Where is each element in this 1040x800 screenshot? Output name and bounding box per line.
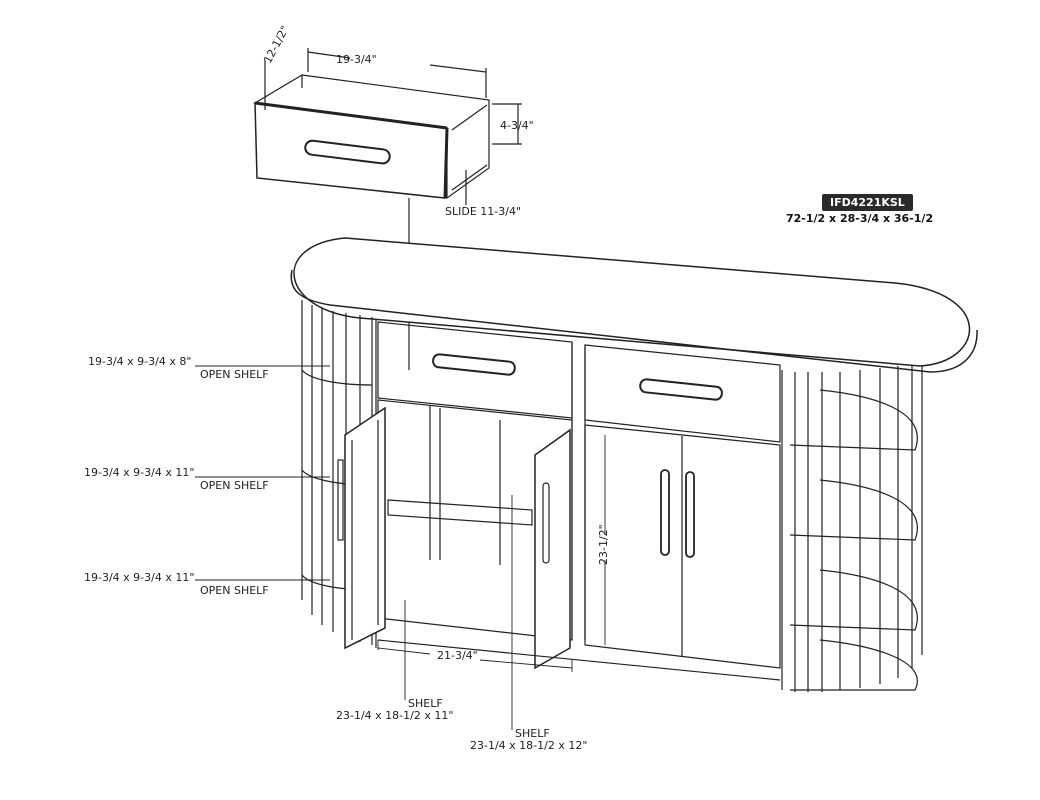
open-shelf-2-size: 19-3/4 x 9-3/4 x 11" <box>84 466 195 479</box>
drawer-slide-label: SLIDE 11-3/4" <box>445 205 522 218</box>
countertop <box>290 237 978 373</box>
model-badge: IFD4221KSL <box>822 194 913 211</box>
open-shelf-2-label: OPEN SHELF <box>200 479 269 492</box>
open-shelf-3-size: 19-3/4 x 9-3/4 x 11" <box>84 571 195 584</box>
cabinet-height-label: 23-1/2" <box>597 524 610 565</box>
shelf-1-label: SHELF <box>408 697 443 710</box>
drawer-width-label: 19-3/4" <box>336 53 377 66</box>
drawer-height-label: 4-3/4" <box>500 119 534 132</box>
open-shelf-1-size: 19-3/4 x 9-3/4 x 8" <box>88 355 192 368</box>
shelf-2-label: SHELF <box>515 727 550 740</box>
cabinet-body <box>337 320 781 681</box>
dimension-leaders <box>195 365 606 730</box>
overall-dimensions: 72-1/2 x 28-3/4 x 36-1/2 <box>786 212 934 225</box>
shelf-2-size: 23-1/4 x 18-1/2 x 12" <box>470 739 588 752</box>
cabinet-width-label: 21-3/4" <box>437 649 478 662</box>
shelf-1-size: 23-1/4 x 18-1/2 x 11" <box>336 709 454 722</box>
open-shelf-1-label: OPEN SHELF <box>200 368 269 381</box>
right-open-shelf-bars <box>781 366 923 692</box>
open-shelf-3-label: OPEN SHELF <box>200 584 269 597</box>
drawer-illustration <box>253 48 522 370</box>
